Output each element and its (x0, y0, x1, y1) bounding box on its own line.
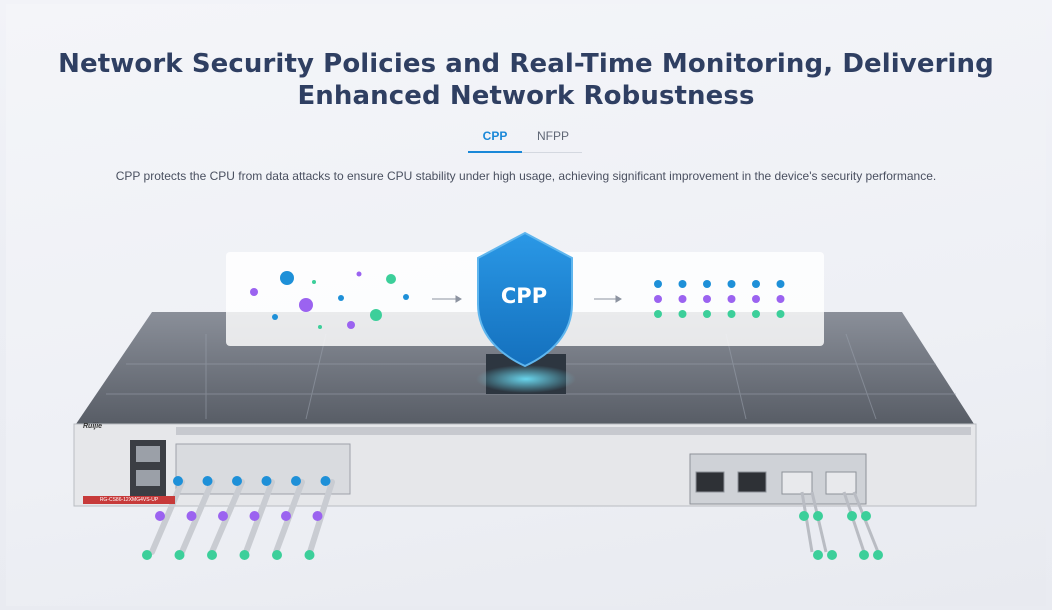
filtered-packet-dot (776, 280, 785, 288)
port-packet-dot (312, 511, 323, 521)
port-packet-dot (261, 476, 272, 486)
brand-logo: Ruijie (83, 423, 103, 430)
filtered-packet-dot (752, 295, 760, 303)
port-packet-dot (155, 511, 165, 521)
port-packet-dot (813, 511, 823, 521)
port-packet-dot (232, 476, 242, 486)
port-packet-dot (174, 550, 185, 560)
filtered-packet-dot (776, 295, 785, 303)
port-packet-dot (218, 511, 228, 521)
filtered-packet-dot (727, 310, 736, 318)
port-packet-dot (813, 550, 823, 560)
filtered-packet-dot (703, 295, 711, 303)
port-packet-dot (142, 550, 152, 560)
port-packet-dot (281, 511, 291, 521)
shield-label: CPP (500, 284, 548, 308)
filtered-packet-dot (727, 280, 736, 288)
filtered-packet-dot (678, 310, 687, 318)
switch-illustration (73, 231, 977, 560)
tab-cpp[interactable]: CPP (468, 126, 522, 153)
port-dots (142, 476, 883, 560)
filtered-packet-dot (678, 280, 687, 288)
tab-description: CPP protects the CPU from data attacks t… (115, 169, 937, 183)
vent-strip (176, 427, 971, 435)
rj45-port-block (175, 443, 351, 495)
port-packet-dot (304, 550, 315, 560)
port-packet-dot (173, 476, 183, 486)
port-packet-dot (186, 511, 197, 521)
filtered-packet-dot (654, 280, 662, 288)
filtered-packet-dot (776, 310, 785, 318)
usb-port (136, 470, 160, 486)
filtered-packet-dot (752, 310, 760, 318)
page-title-line-1: Network Security Policies and Real-Time … (58, 49, 994, 79)
console-port (136, 446, 160, 462)
port-packet-dot (873, 550, 883, 560)
port-packet-dot (239, 550, 250, 560)
port-packet-dot (847, 511, 857, 521)
filtered-packet-dot (703, 310, 711, 318)
port-packet-dot (249, 511, 260, 521)
tab-nfpp[interactable]: NFPP (536, 129, 569, 143)
page-title-line-2: Enhanced Network Robustness (297, 81, 755, 111)
page: Network Security Policies and Real-Time … (6, 4, 1046, 606)
port-packet-dot (861, 511, 871, 521)
incoming-packets (250, 271, 409, 329)
port-packet-dot (272, 550, 282, 560)
sfp-port-block (689, 453, 867, 505)
filtered-packet-dot (727, 295, 736, 303)
arrow-in (432, 295, 462, 303)
filtered-packet-dot (752, 280, 760, 288)
port-packet-dot (799, 511, 809, 521)
port-packet-dot (202, 476, 213, 486)
port-packet-dot (207, 550, 217, 560)
filtered-packet-dot (654, 310, 662, 318)
page-title: Network Security Policies and Real-Time … (6, 48, 1046, 112)
shield-icon (477, 231, 573, 368)
port-packet-dot (827, 550, 837, 560)
cpu-glow (476, 365, 576, 393)
filtered-packet-dot (703, 280, 711, 288)
filtered-packet-dot (654, 295, 662, 303)
fiber-cables (800, 491, 880, 553)
port-packet-dot (320, 476, 331, 486)
feature-tabs: CPP NFPP (468, 126, 582, 153)
port-packet-dot (291, 476, 301, 486)
filtered-packet-dot (678, 295, 687, 303)
port-packet-dot (859, 550, 869, 560)
model-label: RG-CS86-12XMG4VS-UP (83, 496, 175, 504)
arrow-out (594, 295, 622, 303)
filtered-packets (654, 280, 785, 318)
